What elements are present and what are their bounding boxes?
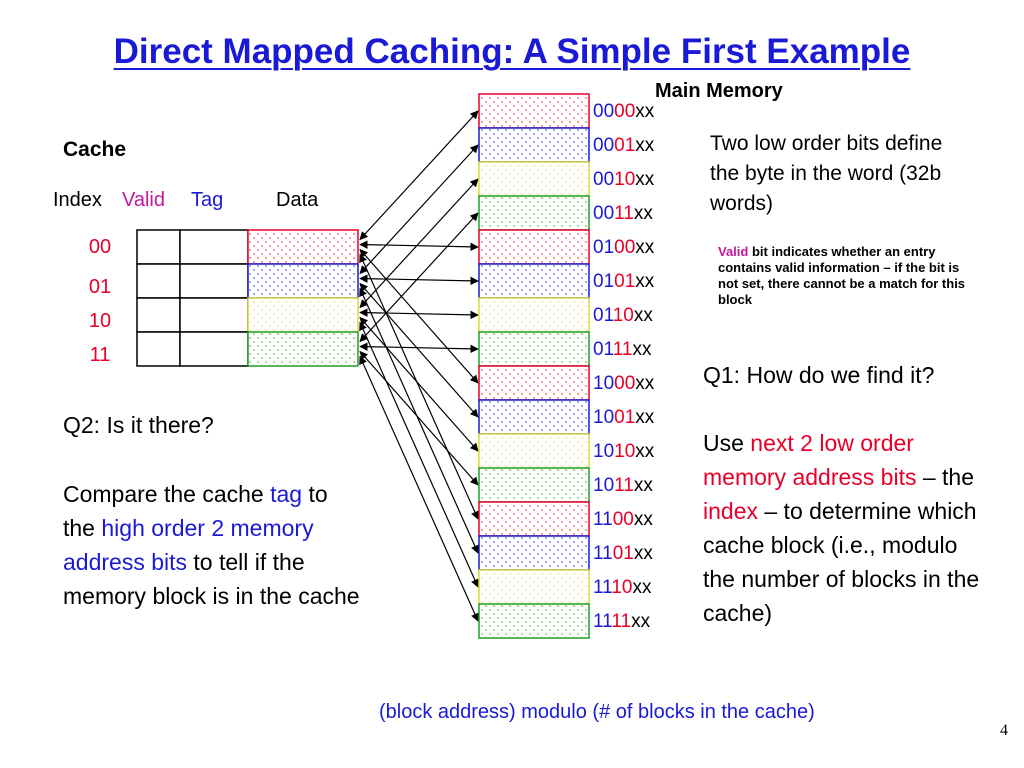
cache-header-tag: Tag bbox=[191, 189, 224, 211]
memory-block bbox=[478, 93, 590, 129]
mapping-arrow bbox=[359, 308, 479, 320]
memory-address-label: 1010xx bbox=[593, 441, 655, 462]
memory-address-label: 0001xx bbox=[593, 135, 655, 156]
cache-tag-cell bbox=[179, 229, 249, 265]
memory-address-label: 1000xx bbox=[593, 373, 655, 394]
memory-block bbox=[478, 161, 590, 197]
memory-address-label: 1110xx bbox=[593, 577, 652, 598]
memory-address-label: 0110xx bbox=[593, 305, 653, 326]
q2-text-1: Compare the cache bbox=[63, 481, 271, 507]
memory-block bbox=[478, 263, 590, 299]
cache-tag-cell bbox=[179, 331, 249, 367]
cache-header-index: Index bbox=[53, 189, 102, 211]
cache-data-cell bbox=[247, 331, 359, 367]
cache-valid-cell bbox=[136, 297, 181, 333]
memory-address-label: 0111xx bbox=[593, 339, 652, 360]
memory-block bbox=[478, 433, 590, 469]
memory-address-label: 0100xx bbox=[593, 237, 655, 258]
q1-question: Q1: How do we find it? bbox=[703, 362, 935, 388]
mapping-arrow bbox=[359, 316, 479, 452]
memory-address-label: 0010xx bbox=[593, 169, 655, 190]
cache-header-valid: Valid bbox=[122, 189, 165, 211]
memory-block bbox=[478, 229, 590, 265]
mapping-arrow bbox=[359, 342, 479, 354]
memory-block bbox=[478, 501, 590, 537]
mapping-arrow bbox=[359, 274, 479, 286]
q2-answer: Compare the cache tag to the high order … bbox=[63, 477, 363, 613]
note-valid-rest: bit indicates whether an entry contains … bbox=[718, 244, 966, 307]
q1-text-2: next 2 low order memory address bits bbox=[703, 430, 917, 490]
q1-text-1: Use bbox=[703, 430, 751, 456]
cache-header-data: Data bbox=[276, 189, 319, 211]
memory-address-label: 1001xx bbox=[593, 407, 655, 428]
cache-valid-cell bbox=[136, 263, 181, 299]
q2-text-3: to the bbox=[63, 481, 328, 541]
memory-address-label: 0000xx bbox=[593, 101, 655, 122]
mapping-arrow bbox=[359, 240, 479, 252]
mapping-arrow bbox=[359, 253, 479, 520]
main-memory-label: Main Memory bbox=[655, 80, 783, 102]
note-two-low-bits: Two low order bits define the byte in th… bbox=[710, 132, 943, 215]
memory-address-label: 1111xx bbox=[593, 611, 651, 632]
cache-index-label: 10 bbox=[88, 310, 112, 332]
cache-data-cell bbox=[247, 297, 359, 333]
q2-text-tag: tag bbox=[270, 481, 303, 507]
q2-text-4: high order 2 memory address bits bbox=[63, 515, 314, 575]
memory-address-label: 1101xx bbox=[593, 543, 653, 564]
memory-block bbox=[478, 365, 590, 401]
cache-valid-cell bbox=[136, 229, 181, 265]
mapping-arrow bbox=[359, 287, 479, 554]
cache-valid-cell bbox=[136, 331, 181, 367]
cache-index-label: 11 bbox=[89, 344, 111, 366]
memory-block bbox=[478, 127, 590, 163]
memory-address-label: 0011xx bbox=[593, 203, 653, 224]
memory-block bbox=[478, 467, 590, 503]
mapping-arrow bbox=[359, 355, 479, 622]
q2-question: Q2: Is it there? bbox=[63, 412, 214, 438]
q2-text-5: to tell if the memory block is in the ca… bbox=[63, 549, 360, 609]
q1-text-3: – the bbox=[916, 464, 975, 490]
memory-block bbox=[478, 297, 590, 333]
cache-index-label: 01 bbox=[88, 276, 112, 298]
q1-text-5: – to determine which cache block (i.e., … bbox=[703, 498, 980, 626]
memory-address-label: 1011xx bbox=[593, 475, 653, 496]
note-valid-word: Valid bbox=[718, 244, 749, 259]
memory-block bbox=[478, 535, 590, 571]
memory-block bbox=[478, 331, 590, 367]
memory-block bbox=[478, 569, 590, 605]
memory-block bbox=[478, 399, 590, 435]
memory-block bbox=[478, 195, 590, 231]
page-number: 4 bbox=[1000, 722, 1008, 739]
memory-block bbox=[478, 603, 590, 639]
q1-answer: Use next 2 low order memory address bits… bbox=[703, 426, 993, 630]
cache-index-label: 00 bbox=[88, 236, 112, 258]
footer-note: (block address) modulo (# of blocks in t… bbox=[379, 701, 815, 723]
memory-address-label: 0101xx bbox=[593, 271, 655, 292]
q1-text-index: index bbox=[703, 498, 758, 524]
cache-tag-cell bbox=[179, 263, 249, 299]
cache-label: Cache bbox=[63, 138, 127, 161]
mapping-arrow bbox=[359, 350, 479, 486]
cache-data-cell bbox=[247, 263, 359, 299]
page-title: Direct Mapped Caching: A Simple First Ex… bbox=[113, 32, 911, 71]
cache-tag-cell bbox=[179, 297, 249, 333]
mapping-arrow bbox=[359, 144, 479, 275]
mapping-arrow bbox=[359, 212, 479, 343]
cache-data-cell bbox=[247, 229, 359, 265]
note-valid-bit: Valid bit indicates whether an entry con… bbox=[718, 244, 968, 308]
memory-address-label: 1100xx bbox=[593, 509, 653, 530]
mapping-arrow bbox=[359, 178, 479, 309]
mapping-arrow bbox=[359, 110, 479, 241]
